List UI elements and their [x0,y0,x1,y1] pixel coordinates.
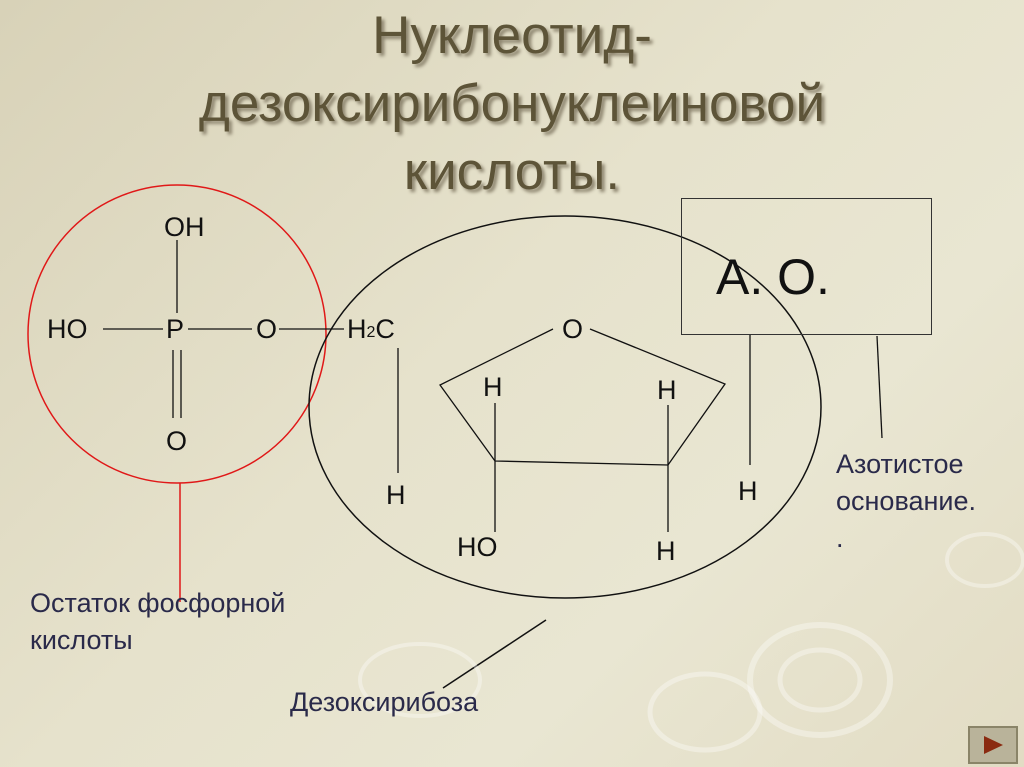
base-label: Азотистое основание. . [836,446,976,557]
slide-title: Нуклеотид- дезоксирибонуклеиновой кислот… [0,2,1024,206]
base-label-line-1: Азотистое [836,449,964,479]
play-arrow-icon [984,736,1003,754]
phosphate-p: P [166,314,185,344]
sugar-h-c2: H [657,375,677,405]
h2c-h: H [347,314,367,344]
nitrogen-base-text: A. O. [716,249,830,305]
sugar-ho-c3: HO [457,532,498,562]
title-line-1: Нуклеотид- [372,6,652,65]
title-line-3: кислоты. [403,142,621,201]
phosphate-o-bridge: O [256,314,278,344]
sugar-h-c1: H [738,476,758,506]
sugar-h-c5: H [386,480,406,510]
sugar-ellipse [308,215,822,599]
h2c-c: C [375,314,395,344]
nitrogen-base-box [681,198,932,335]
phosphate-label-line-1: Остаток фосфорной [30,588,286,618]
phosphate-circle [27,184,327,484]
sugar-h2c: H2C [347,316,395,343]
phosphate-o-bottom: O [166,426,188,456]
ring-outline [439,328,727,466]
ring-oxygen: O [562,314,584,344]
base-label-line-3: . [836,523,844,553]
title-line-2: дезоксирибонуклеиновой [198,74,826,133]
base-pointer [876,335,883,439]
phosphate-ho-left: HO [47,314,88,344]
phosphate-oh-top: OH [164,212,205,242]
phosphate-label-line-2: кислоты [30,625,133,655]
sugar-pointer [442,619,547,689]
sugar-label: Дезоксирибоза [290,687,479,717]
base-label-line-2: основание. [836,486,977,516]
decorative-ripples [358,532,1024,753]
next-slide-button[interactable] [968,726,1018,764]
sugar-h-c2-bottom: H [656,536,676,566]
h2c-subscript: 2 [366,324,376,341]
sugar-h-c3: H [483,372,503,402]
phosphate-label: Остаток фосфорной кислоты [30,585,285,659]
